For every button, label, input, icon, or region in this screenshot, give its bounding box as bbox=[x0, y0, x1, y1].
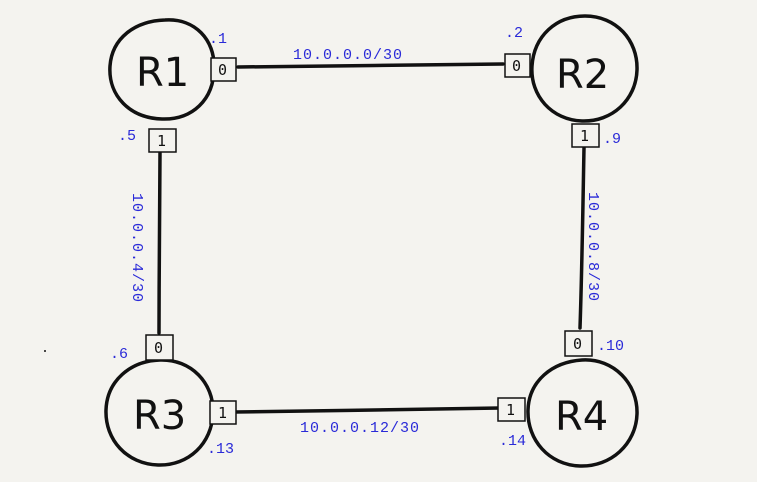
port-r4-1-label: 1 bbox=[506, 401, 515, 419]
router-r4[interactable]: R4 bbox=[526, 358, 639, 468]
ip-r1-0: .1 bbox=[209, 31, 227, 48]
port-r2-0-box bbox=[504, 53, 531, 78]
port-r4-0-box bbox=[564, 330, 593, 357]
ip-r2-1: .9 bbox=[603, 131, 621, 148]
router-r1-circle bbox=[108, 18, 216, 121]
ports: 0 1 0 1 0 1 0 1 bbox=[145, 53, 600, 425]
ip-labels: .1 .5 .2 .9 .6 .13 .10 .14 bbox=[110, 25, 624, 458]
link-r2-r4 bbox=[578, 146, 586, 330]
port-r4-0-label: 0 bbox=[573, 335, 582, 353]
links bbox=[157, 62, 586, 414]
router-r1-label: R1 bbox=[136, 50, 189, 96]
port-r1-1-label: 1 bbox=[157, 132, 166, 150]
router-r1[interactable]: R1 bbox=[108, 18, 216, 121]
port-r3-0-box bbox=[145, 334, 174, 361]
router-r3[interactable]: R3 bbox=[104, 358, 215, 467]
port-r2-0-label: 0 bbox=[512, 57, 521, 75]
subnet-r2-r4: 10.0.0.8/30 bbox=[584, 192, 601, 302]
subnet-labels: 10.0.0.0/30 10.0.0.12/30 10.0.0.4/30 10.… bbox=[128, 47, 601, 437]
port-r1-1-box bbox=[148, 128, 177, 153]
port-r2-1[interactable]: 1 bbox=[571, 123, 600, 148]
port-r3-1-box bbox=[209, 400, 237, 425]
port-r2-1-box bbox=[571, 123, 600, 148]
port-r4-1[interactable]: 1 bbox=[497, 397, 526, 422]
stray-dot bbox=[44, 350, 46, 352]
router-r4-label: R4 bbox=[555, 394, 608, 440]
port-r3-0[interactable]: 0 bbox=[145, 334, 174, 361]
link-r3-r4 bbox=[233, 406, 502, 414]
port-r3-1-label: 1 bbox=[218, 404, 227, 422]
subnet-r3-r4: 10.0.0.12/30 bbox=[300, 420, 420, 437]
router-r3-circle bbox=[104, 358, 215, 467]
port-r1-1[interactable]: 1 bbox=[148, 128, 177, 153]
link-r1-r2 bbox=[236, 62, 505, 69]
ip-r3-1: .13 bbox=[207, 441, 234, 458]
port-r3-1[interactable]: 1 bbox=[209, 400, 237, 425]
router-r4-circle bbox=[526, 358, 639, 468]
subnet-r1-r2: 10.0.0.0/30 bbox=[293, 47, 403, 64]
port-r2-0[interactable]: 0 bbox=[504, 53, 531, 78]
port-r3-0-label: 0 bbox=[154, 339, 163, 357]
link-r1-r3 bbox=[157, 151, 162, 335]
router-r2[interactable]: R2 bbox=[530, 14, 639, 123]
subnet-r1-r3: 10.0.0.4/30 bbox=[128, 193, 145, 303]
port-r2-1-label: 1 bbox=[580, 127, 589, 145]
ip-r4-1: .14 bbox=[499, 433, 526, 450]
router-r2-label: R2 bbox=[556, 52, 609, 98]
ip-r3-0: .6 bbox=[110, 346, 128, 363]
ip-r1-1: .5 bbox=[118, 128, 136, 145]
router-r3-label: R3 bbox=[133, 393, 186, 439]
port-r1-0[interactable]: 0 bbox=[210, 57, 237, 82]
port-r1-0-label: 0 bbox=[218, 61, 227, 79]
ip-r2-0: .2 bbox=[505, 25, 523, 42]
port-r4-0[interactable]: 0 bbox=[564, 330, 593, 357]
router-r2-circle bbox=[530, 14, 639, 123]
port-r4-1-box bbox=[497, 397, 526, 422]
port-r1-0-box bbox=[210, 57, 237, 82]
ip-r4-0: .10 bbox=[597, 338, 624, 355]
